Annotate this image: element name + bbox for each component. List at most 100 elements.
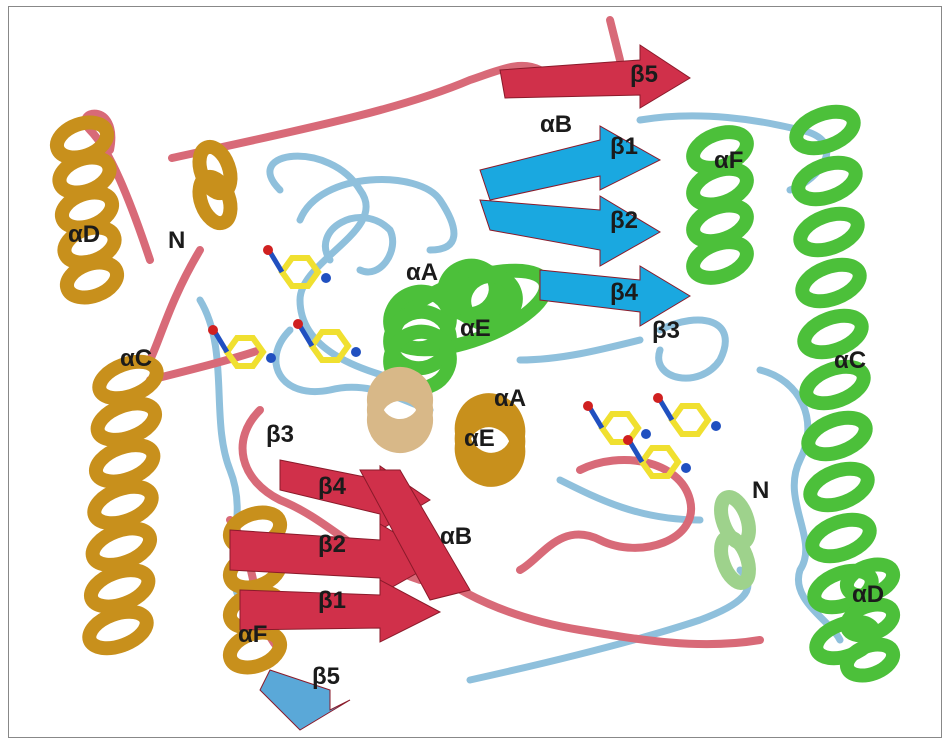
helix-alphaE-mid: [454, 393, 526, 487]
helix-N-right: [714, 490, 756, 590]
ligand-right-a: [583, 401, 651, 445]
ligand-right-b-bond: [657, 398, 675, 422]
helix-alphaC-right-turn: [797, 308, 869, 360]
label-N-right: N: [752, 477, 769, 504]
label-beta4-left: β4: [318, 473, 347, 500]
helix-alphaC-right-turn: [805, 512, 877, 564]
ligand-group: [208, 245, 721, 479]
ligand-mid-left-ring: [308, 329, 352, 363]
helix-alphaC-right-turn: [799, 359, 871, 411]
ligand-left-atom: [266, 353, 276, 363]
helix-alphaA-top-turn: [457, 268, 523, 332]
label-beta3-left: β3: [266, 421, 294, 448]
label-alphaC-left: αC: [120, 345, 152, 372]
ligand-top-left-atom: [321, 273, 331, 283]
label-beta5-left: β5: [312, 663, 340, 690]
helix-alphaA-top: [437, 258, 523, 332]
ligand-mid-left-atom: [293, 319, 303, 329]
strand-beta1-top: [479, 125, 662, 201]
ligand-mid-left: [293, 319, 361, 363]
helix-alphaD-left: [49, 115, 125, 305]
strand-beta1-left: [239, 579, 442, 643]
label-alphaD-left: αD: [68, 221, 100, 248]
loop-blue-0: [266, 152, 404, 384]
helix-group: [49, 104, 901, 683]
label-N-left: N: [168, 227, 185, 254]
helix-alphaC-right-turn: [793, 206, 865, 258]
helix-alphaE-mid-turn: [454, 413, 526, 487]
label-alphaE-mid: αE: [464, 425, 495, 452]
ligand-left-bond: [212, 330, 230, 354]
ligand-mid-left-bond: [297, 324, 315, 348]
label-alphaE-top: αE: [460, 315, 491, 342]
label-beta2-top: β2: [610, 207, 638, 234]
label-beta1-left: β1: [318, 587, 346, 614]
ligand-right-b-atom: [711, 421, 721, 431]
ligand-left-atom: [208, 325, 218, 335]
ligand-right-b-ring: [668, 403, 712, 437]
ligand-right-c-bond: [627, 440, 645, 464]
ligand-top-left-bond: [267, 250, 285, 274]
label-alphaF-left: αF: [238, 621, 267, 648]
ligand-top-left: [263, 245, 331, 289]
helix-alphaF-left-turn: [222, 625, 288, 675]
label-alphaC-right: αC: [834, 347, 866, 374]
label-alphaA-mid: αA: [494, 385, 526, 412]
helix-alphaC-left-turn: [88, 438, 161, 489]
helix-N-left-turn: [192, 169, 238, 231]
helix-alphaC-right-turn: [807, 563, 879, 615]
loop-blue-6: [756, 366, 844, 644]
loop-blue-10: [516, 336, 644, 364]
helix-alphaC-right-turn: [791, 155, 863, 207]
ligand-left-ring: [223, 335, 267, 369]
label-alphaB-mid: αB: [440, 523, 472, 550]
strand-beta2-top: [479, 195, 661, 267]
ligand-right-c-atom: [623, 435, 633, 445]
helix-alphaD-right-turn: [839, 637, 901, 683]
label-beta2-left: β2: [318, 531, 346, 558]
helix-alphaF-top-turn: [686, 235, 754, 285]
helix-alphaC-left-turn: [87, 479, 159, 531]
strand-beta4-top: [539, 265, 691, 327]
loop-pink-2: [81, 109, 154, 264]
ligand-right-c-ring: [638, 445, 682, 479]
helix-alphaF-top: [686, 125, 754, 285]
ligand-mid-left-atom: [351, 347, 361, 357]
ligand-right-c-atom: [681, 463, 691, 473]
ligand-right-a-atom: [583, 401, 593, 411]
helix-alphaC-right-turn: [795, 257, 867, 309]
loop-blue-2: [321, 214, 397, 276]
loop-blue-9: [556, 476, 704, 524]
loop-coil-blue: [196, 112, 844, 684]
loop-blue-7: [466, 566, 752, 684]
helix-alphaC-left-turn: [90, 396, 163, 447]
helix-alphaC-left: [82, 354, 164, 656]
label-alphaF-top: αF: [714, 147, 743, 174]
loop-pink-1: [146, 246, 204, 364]
helix-alphaC-right-turn: [803, 461, 875, 513]
label-beta1-top: β1: [610, 133, 638, 160]
loop-blue-1: [296, 176, 458, 254]
label-beta5-top: β5: [630, 61, 658, 88]
strand-beta5-top: [499, 44, 691, 109]
helix-alphaC-right-turn: [789, 104, 861, 156]
helix-alphaC-right: [789, 104, 881, 666]
helix-N-left: [192, 139, 238, 231]
loop-pink-5: [426, 566, 764, 649]
label-group: αD N αC β3 β4 β2 β1 αF β5 β5 αB β1 αF β2…: [68, 61, 884, 690]
helix-alphaD-right-turn: [839, 557, 901, 603]
ligand-top-left-ring: [278, 255, 322, 289]
label-alphaA-top: αA: [406, 259, 438, 286]
label-beta3-right: β3: [652, 317, 680, 344]
label-alphaD-right: αD: [852, 581, 884, 608]
ligand-right-a-ring: [598, 411, 642, 445]
beta-strand-group: [229, 44, 691, 731]
strand-crossing: [359, 469, 471, 601]
helix-alphaC-right-turn: [801, 410, 873, 462]
helix-alphaD-right: [839, 557, 901, 683]
label-beta4-top: β4: [610, 279, 639, 306]
ligand-right-a-bond: [587, 406, 605, 430]
helix-alphaA-mid: [367, 367, 433, 453]
loop-pink-0: [168, 61, 544, 162]
